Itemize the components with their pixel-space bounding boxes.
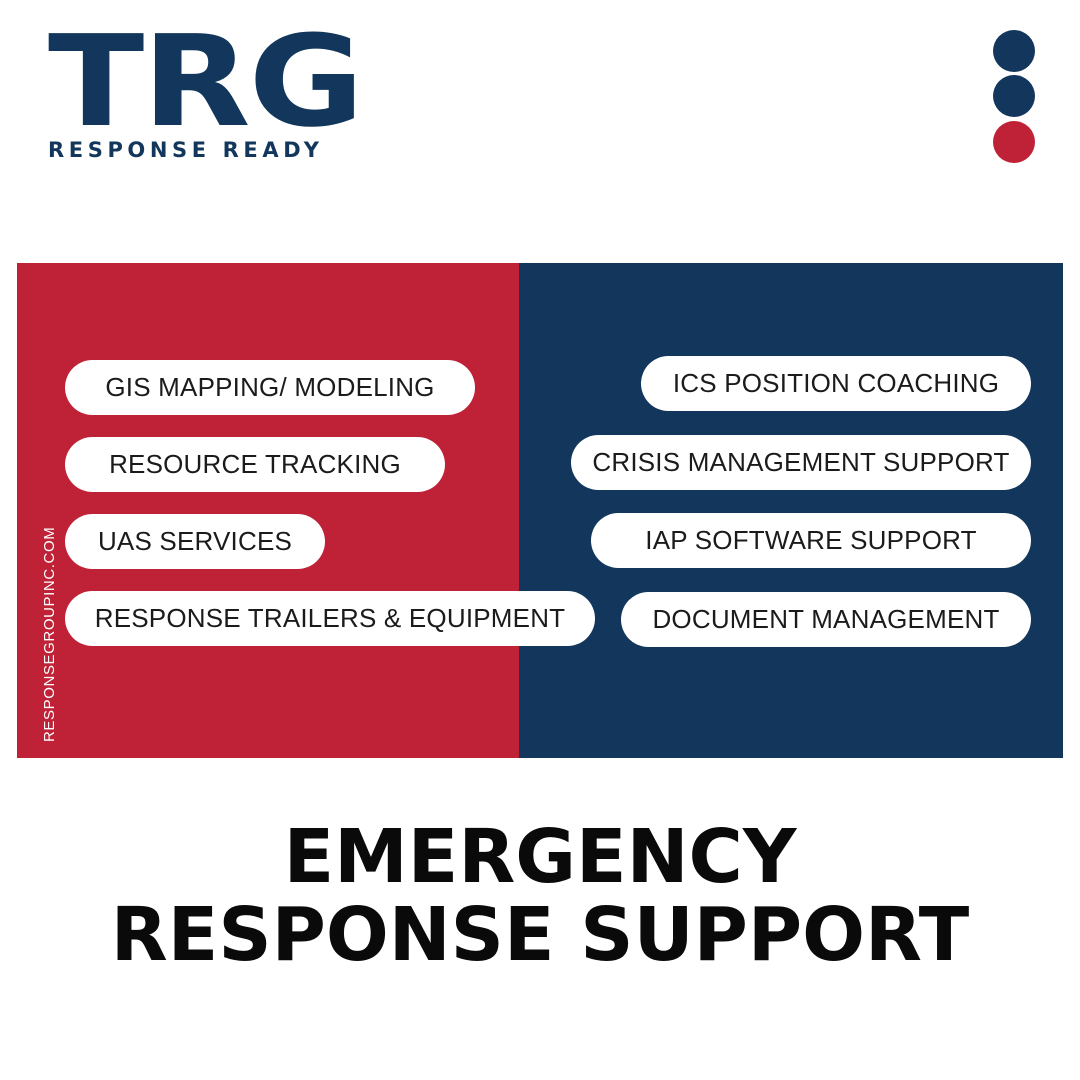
service-pill-gis-mapping: GIS MAPPING/ MODELING (65, 360, 475, 415)
navy-dot-icon (993, 30, 1035, 72)
service-pill-response-trailers: RESPONSE TRAILERS & EQUIPMENT (65, 591, 595, 646)
service-pill-crisis-management: CRISIS MANAGEMENT SUPPORT (571, 435, 1031, 490)
service-pill-iap-software: IAP SOFTWARE SUPPORT (591, 513, 1031, 568)
headline: EMERGENCY RESPONSE SUPPORT (0, 818, 1080, 974)
service-pill-document-management: DOCUMENT MANAGEMENT (621, 592, 1031, 647)
logo-mark: TRG (48, 8, 364, 155)
services-panel-left (17, 263, 519, 758)
website-url: RESPONSEGROUPINC.COM (41, 526, 58, 742)
headline-line-1: EMERGENCY (283, 814, 797, 900)
service-pill-uas-services: UAS SERVICES (65, 514, 325, 569)
logo-tagline: RESPONSE READY (48, 138, 324, 162)
red-dot-icon (993, 121, 1035, 163)
services-panel-right (519, 263, 1063, 758)
headline-line-2: RESPONSE SUPPORT (110, 892, 970, 978)
trg-logo: TRG RESPONSE READY (48, 19, 372, 163)
navy-dot-icon (993, 75, 1035, 117)
service-pill-resource-tracking: RESOURCE TRACKING (65, 437, 445, 492)
service-pill-ics-coaching: ICS POSITION COACHING (641, 356, 1031, 411)
